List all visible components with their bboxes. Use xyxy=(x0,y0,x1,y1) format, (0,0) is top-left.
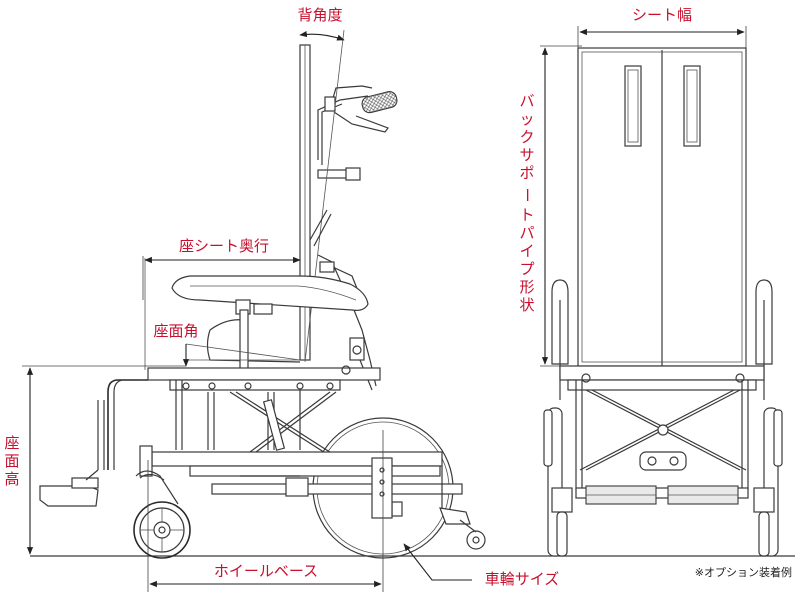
wheel-size-leader xyxy=(403,543,472,581)
backpipe-char: プ xyxy=(519,260,534,278)
front-frame xyxy=(39,379,153,507)
armrest xyxy=(171,275,369,315)
wheel-size-label: 車輪サイズ xyxy=(485,570,560,588)
option-note: ※オプション装着例 xyxy=(695,565,792,579)
front-casters xyxy=(551,487,775,557)
backpipe-char: ッ xyxy=(519,110,534,128)
seat-height-label: 座 面 高 xyxy=(4,434,19,488)
backpipe-label: バ ッ ク サ ポ ー ト パ イ プ 形 状 xyxy=(518,92,536,314)
seat xyxy=(144,258,301,371)
push-handle xyxy=(317,85,398,181)
front-base-frame xyxy=(559,365,765,499)
backpipe-char: ポ xyxy=(519,164,534,182)
backpipe-char: ー xyxy=(518,187,536,202)
seat-height-char: 座 xyxy=(4,434,19,452)
main-frame xyxy=(147,365,463,519)
backpipe-char: 形 xyxy=(519,278,534,296)
front-backrest xyxy=(577,47,747,367)
wheelbase-label: ホイールベース xyxy=(214,562,318,580)
backpipe-char: パ xyxy=(519,224,534,242)
seat-angle-label: 座面角 xyxy=(153,322,198,340)
front-caster xyxy=(133,470,191,559)
front-footrests xyxy=(585,485,739,505)
labels: 背角度 シート幅 座シート奥行 座面角 座 面 高 バ ッ ク サ ポ ー ト … xyxy=(4,6,792,588)
front-armrests xyxy=(551,279,773,400)
seat-height-char: 高 xyxy=(4,470,19,488)
wheelbase-dimension xyxy=(147,430,384,592)
recline-mechanism xyxy=(309,209,377,391)
back-angle-label: 背角度 xyxy=(297,6,342,24)
backpipe-char: サ xyxy=(519,146,534,164)
backpipe-char: 状 xyxy=(519,296,534,314)
seat-height-dimension xyxy=(22,365,186,555)
backpipe-char: ク xyxy=(519,128,534,146)
seat-height-char: 面 xyxy=(4,452,19,470)
side-view xyxy=(22,29,795,592)
seat-depth-dimension xyxy=(142,256,301,300)
backrest-post xyxy=(299,44,311,361)
backpipe-char: バ xyxy=(519,92,534,110)
backpipe-char: イ xyxy=(519,242,534,260)
anti-tip-wheel xyxy=(439,507,486,550)
seat-depth-label: 座シート奥行 xyxy=(179,237,269,255)
backpipe-char: ト xyxy=(519,206,534,224)
seat-width-label: シート幅 xyxy=(632,6,692,24)
front-view xyxy=(540,26,783,557)
